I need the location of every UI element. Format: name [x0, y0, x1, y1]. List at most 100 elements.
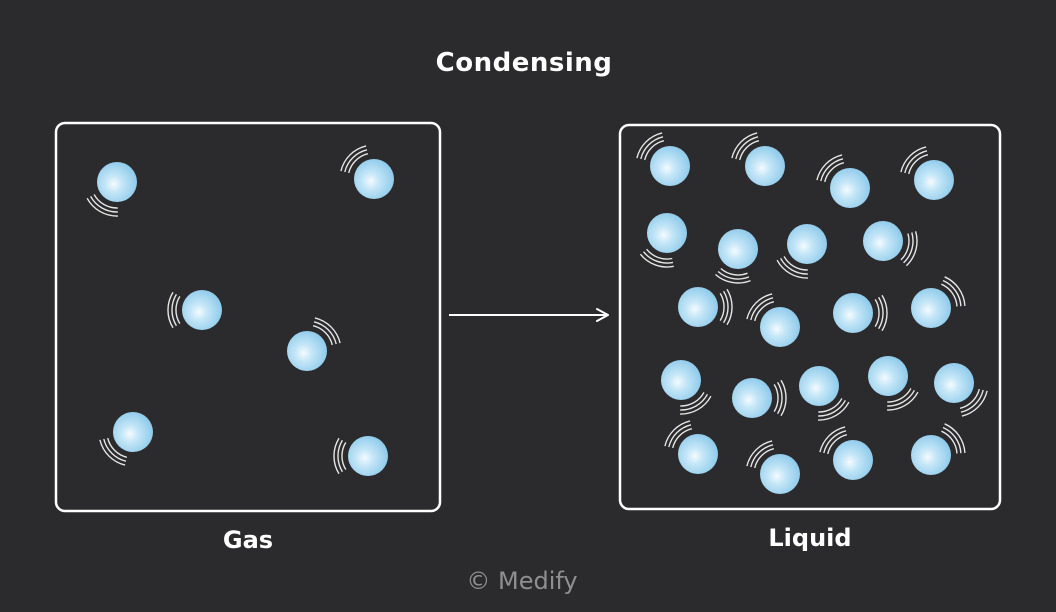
liquid-particles: [636, 132, 988, 494]
motion-wave: [780, 379, 787, 417]
motion-wave: [754, 301, 775, 322]
liquid-particle: [639, 213, 687, 268]
motion-wave: [942, 426, 962, 454]
motion-wave: [93, 194, 118, 209]
motion-wave: [823, 430, 847, 454]
motion-wave: [776, 381, 783, 415]
liquid-particle: [863, 221, 918, 267]
gas-particle: [340, 145, 394, 199]
liquid-molecule: [760, 454, 800, 494]
liquid-particle: [934, 363, 988, 417]
motion-wave: [779, 257, 808, 275]
motion-wave: [337, 439, 344, 473]
liquid-particle: [868, 356, 919, 411]
motion-wave: [904, 150, 928, 174]
motion-wave: [739, 140, 760, 161]
motion-wave: [175, 296, 181, 324]
motion-wave: [312, 325, 333, 346]
liquid-molecule: [830, 168, 870, 208]
motion-wave: [680, 392, 705, 407]
liquid-molecule: [914, 160, 954, 200]
gas-particles: [86, 145, 394, 476]
motion-wave: [672, 428, 693, 449]
motion-wave: [314, 317, 341, 344]
gas-molecule: [182, 290, 222, 330]
motion-wave: [816, 154, 843, 181]
gas-label: Gas: [222, 526, 274, 554]
motion-wave: [99, 439, 126, 466]
liquid-molecule: [650, 146, 690, 186]
liquid-particle: [900, 146, 954, 200]
motion-wave: [941, 430, 958, 454]
liquid-particle: [911, 423, 966, 475]
motion-wave: [783, 256, 808, 271]
motion-wave: [333, 437, 340, 475]
liquid-molecule: [934, 363, 974, 403]
motion-wave: [717, 270, 750, 280]
gas-particle: [99, 412, 153, 466]
liquid-molecule: [833, 293, 873, 333]
motion-wave: [746, 440, 773, 467]
motion-wave: [680, 393, 709, 411]
liquid-particle: [664, 420, 718, 474]
motion-wave: [773, 384, 779, 412]
motion-wave: [348, 153, 369, 174]
motion-wave: [636, 132, 663, 159]
motion-wave: [887, 389, 916, 407]
gas-molecule: [348, 436, 388, 476]
motion-wave: [642, 251, 674, 264]
motion-wave: [944, 423, 966, 453]
motion-wave: [877, 296, 884, 330]
motion-wave: [646, 248, 673, 260]
liquid-molecule: [732, 378, 772, 418]
liquid-particle: [833, 293, 888, 333]
motion-wave: [89, 195, 118, 213]
motion-wave: [900, 233, 910, 261]
liquid-molecule: [678, 287, 718, 327]
liquid-molecule: [911, 435, 951, 475]
motion-wave: [340, 145, 367, 172]
liquid-particle: [732, 378, 787, 418]
motion-wave: [86, 197, 118, 217]
motion-wave: [313, 321, 337, 345]
liquid-particle: [816, 154, 870, 208]
liquid-molecule: [718, 229, 758, 269]
liquid-molecule: [678, 434, 718, 474]
liquid-molecule: [787, 224, 827, 264]
motion-wave: [720, 267, 748, 276]
liquid-molecule: [661, 360, 701, 400]
liquid-particle: [715, 229, 758, 284]
liquid-molecule: [647, 213, 687, 253]
diagram-title: Condensing: [435, 48, 613, 78]
motion-wave: [959, 388, 980, 409]
motion-wave: [776, 259, 808, 279]
motion-wave: [344, 149, 368, 173]
liquid-particle: [746, 440, 800, 494]
motion-wave: [827, 434, 848, 455]
motion-wave: [341, 442, 347, 470]
motion-wave: [668, 424, 692, 448]
liquid-particle: [746, 293, 800, 347]
motion-wave: [107, 437, 128, 458]
motion-wave: [750, 297, 774, 321]
motion-wave: [167, 291, 174, 329]
liquid-molecule: [760, 307, 800, 347]
motion-wave: [818, 401, 850, 421]
motion-wave: [941, 283, 958, 307]
liquid-molecule: [799, 366, 839, 406]
motion-wave: [715, 273, 751, 284]
motion-wave: [818, 399, 847, 417]
motion-wave: [900, 146, 927, 173]
motion-wave: [903, 232, 914, 264]
liquid-label: Liquid: [768, 524, 852, 552]
liquid-particle: [776, 224, 827, 279]
motion-wave: [750, 444, 774, 468]
liquid-molecule: [868, 356, 908, 396]
motion-wave: [103, 438, 127, 462]
gas-particle: [333, 436, 388, 476]
motion-wave: [819, 426, 846, 453]
motion-wave: [731, 132, 758, 159]
motion-wave: [746, 293, 773, 320]
